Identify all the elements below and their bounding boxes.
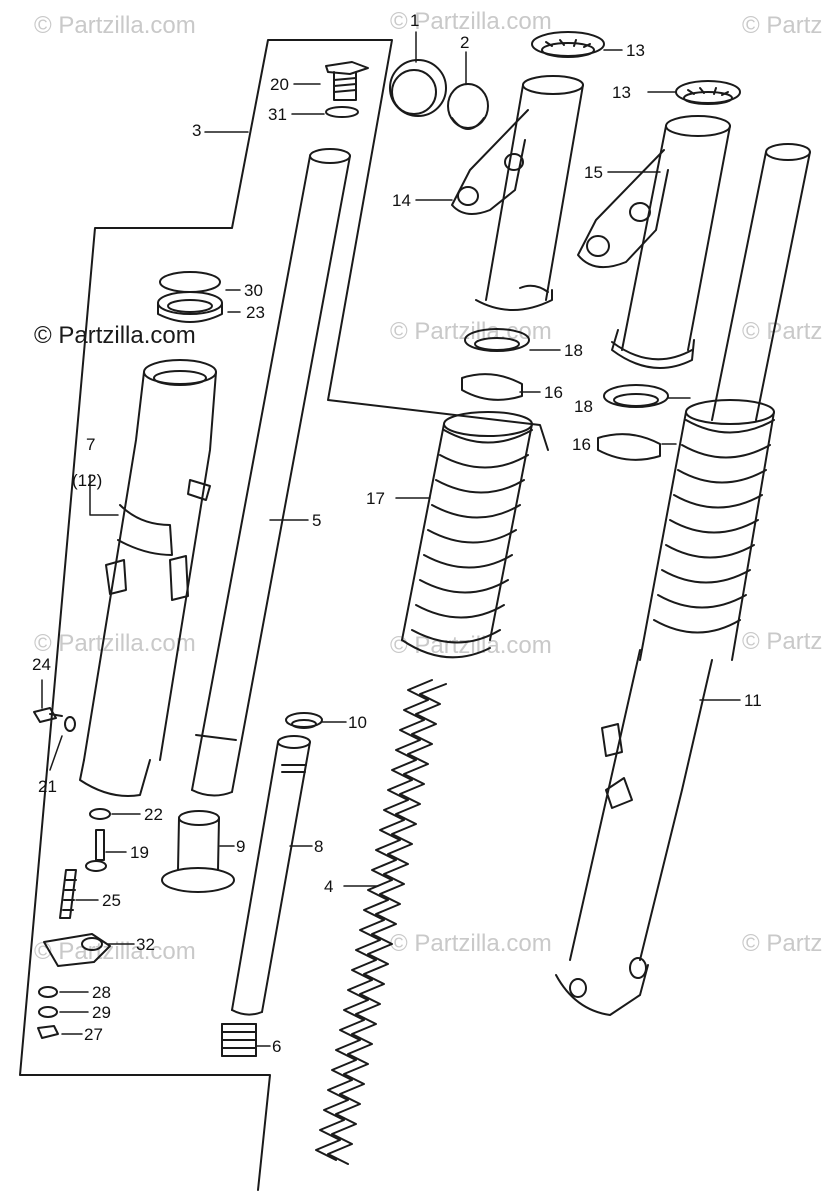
callout-1: 1 xyxy=(410,11,420,30)
fork-spring-part xyxy=(315,679,433,1161)
callout-20: 20 xyxy=(270,75,289,94)
left-slider-part xyxy=(79,359,217,797)
callout-17: 17 xyxy=(366,489,385,508)
callout-21: 21 xyxy=(38,777,57,796)
fork-tube-part xyxy=(191,148,351,797)
callout-18: 18 xyxy=(574,397,593,416)
callout-16: 16 xyxy=(544,383,563,402)
callout-31: 31 xyxy=(268,105,287,124)
watermark: © Partzilla.com xyxy=(34,12,196,39)
callout-27: 27 xyxy=(84,1025,103,1044)
washer-part xyxy=(603,384,669,408)
bolt-part xyxy=(33,707,63,723)
washer-part xyxy=(613,393,659,407)
washer-part xyxy=(474,337,520,351)
callout-13: 13 xyxy=(612,83,631,102)
oil-lock-piece-part xyxy=(161,810,235,893)
callout-4: 4 xyxy=(324,877,334,896)
guide-part xyxy=(461,373,523,401)
watermark: © Partz xyxy=(742,930,823,957)
callout-13: 13 xyxy=(626,41,645,60)
fork-cover-part xyxy=(451,75,584,311)
callout-30: 30 xyxy=(244,281,263,300)
callout-11: 11 xyxy=(744,691,762,710)
callout-3: 3 xyxy=(192,121,202,140)
callout-9: 9 xyxy=(236,837,246,856)
watermark: © Partzilla.com xyxy=(34,630,196,657)
watermark: © Partz xyxy=(742,628,823,655)
watermark: © Partzilla.com xyxy=(390,930,552,957)
guide-part xyxy=(597,433,661,461)
watermark: © Partz xyxy=(742,318,823,345)
callout-24: 24 xyxy=(32,655,51,674)
callout-5: 5 xyxy=(312,511,322,530)
watermark: © Partzilla.com xyxy=(34,938,196,965)
watermark: © Partz xyxy=(742,12,823,39)
callout-19: 19 xyxy=(130,843,149,862)
piston-ring-part xyxy=(285,712,323,729)
oil-seal-part xyxy=(157,291,223,323)
fork-spring-part xyxy=(327,683,447,1165)
callout-16: 16 xyxy=(572,435,591,454)
callout-29: 29 xyxy=(92,1003,111,1022)
callout-15: 15 xyxy=(584,163,603,182)
callout-18: 18 xyxy=(564,341,583,360)
retaining-ring-part xyxy=(159,271,221,293)
callout-7-alt: (12) xyxy=(72,471,103,490)
callout-25: 25 xyxy=(102,891,121,910)
watermark: © Partzilla.com xyxy=(390,8,552,35)
leader-lines xyxy=(41,31,741,1047)
callout-28: 28 xyxy=(92,983,111,1002)
callout-22: 22 xyxy=(144,805,163,824)
callout-14: 14 xyxy=(392,191,411,210)
right-fork-leg-part xyxy=(555,143,811,1016)
callout-8: 8 xyxy=(314,837,324,856)
axle-holder-part xyxy=(43,933,111,967)
stud-part xyxy=(59,869,77,919)
washer-part xyxy=(64,716,76,732)
cover-part xyxy=(389,59,447,117)
fork-piston-part xyxy=(231,735,311,1016)
watermark: © Partzilla.com xyxy=(34,322,196,349)
nut-part xyxy=(37,1025,59,1039)
callout-10: 10 xyxy=(348,713,367,732)
washer-part xyxy=(38,1006,58,1018)
socket-bolt-part xyxy=(85,829,107,872)
washer-part xyxy=(89,808,111,820)
washer-part xyxy=(464,328,530,352)
bearing-race-part xyxy=(675,80,741,105)
bearing-race-part xyxy=(531,31,605,58)
callout-32: 32 xyxy=(136,935,155,954)
o-ring-part xyxy=(325,106,359,118)
callout-6: 6 xyxy=(272,1037,282,1056)
washer-part xyxy=(38,986,58,998)
watermark: © Partzilla.com xyxy=(390,318,552,345)
fork-boot-part xyxy=(401,411,533,659)
rebound-spring-part xyxy=(221,1023,257,1057)
assembly-outline xyxy=(19,39,549,1191)
callout-23: 23 xyxy=(246,303,265,322)
callout-7: 7 xyxy=(86,435,96,454)
grommet-part xyxy=(447,83,489,130)
fork-cover-part xyxy=(577,115,731,369)
cap-bolt-part xyxy=(325,61,369,101)
callout-2: 2 xyxy=(460,33,470,52)
